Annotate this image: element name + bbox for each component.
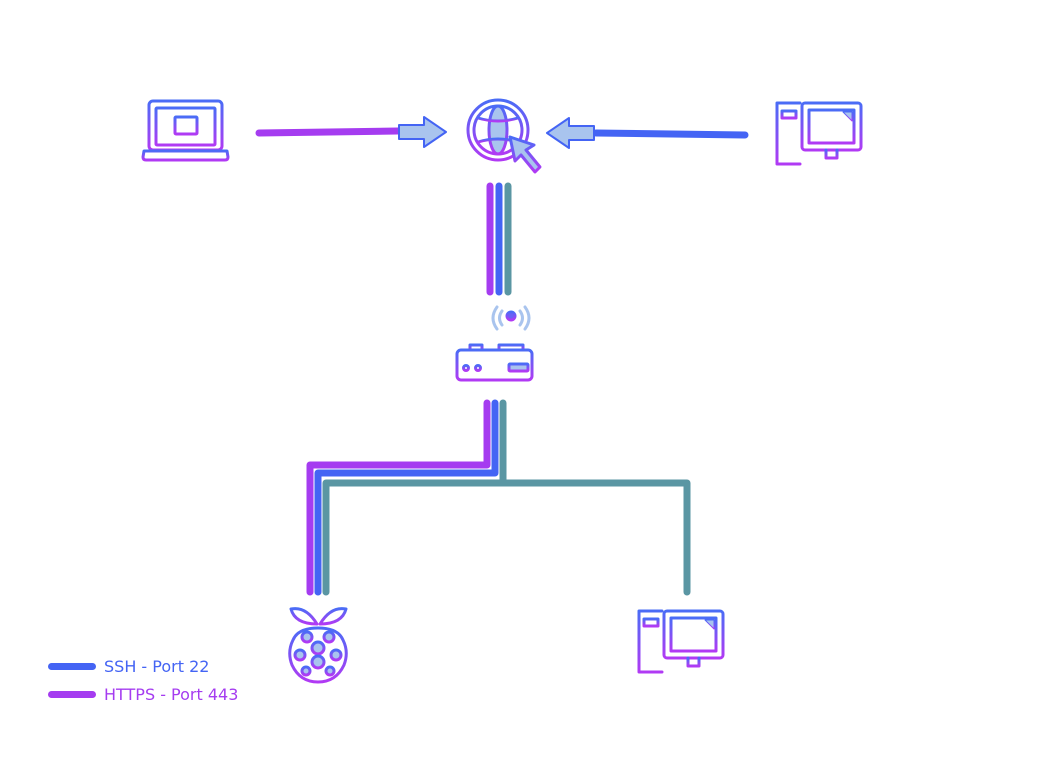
legend-label-ssh: SSH - Port 22 (104, 656, 210, 676)
wifi-router-icon[interactable] (455, 305, 534, 382)
globe-cursor-icon[interactable] (466, 98, 542, 174)
desktop-computer-icon[interactable] (775, 101, 863, 166)
link-laptop-internet-https (255, 127, 402, 137)
arrow-left-icon (546, 117, 595, 149)
legend-swatch-https (48, 690, 96, 698)
link-desktop-internet-ssh (592, 129, 749, 139)
link-router-pi-https (306, 399, 491, 596)
laptop-icon[interactable] (141, 99, 230, 162)
legend-item-https: HTTPS - Port 443 (48, 680, 238, 708)
link-router-pi-ssh (314, 399, 499, 596)
link-router-desktop-lan (499, 479, 691, 596)
arrow-right-icon (398, 116, 447, 148)
link-router-pi-lan (322, 399, 507, 596)
legend-item-ssh: SSH - Port 22 (48, 652, 238, 680)
connections (255, 127, 749, 596)
legend: SSH - Port 22 HTTPS - Port 443 (48, 652, 238, 708)
legend-label-https: HTTPS - Port 443 (104, 684, 239, 704)
raspberry-pi-icon[interactable] (288, 607, 348, 684)
legend-swatch-ssh (48, 662, 96, 670)
desktop-computer-icon[interactable] (637, 609, 725, 674)
